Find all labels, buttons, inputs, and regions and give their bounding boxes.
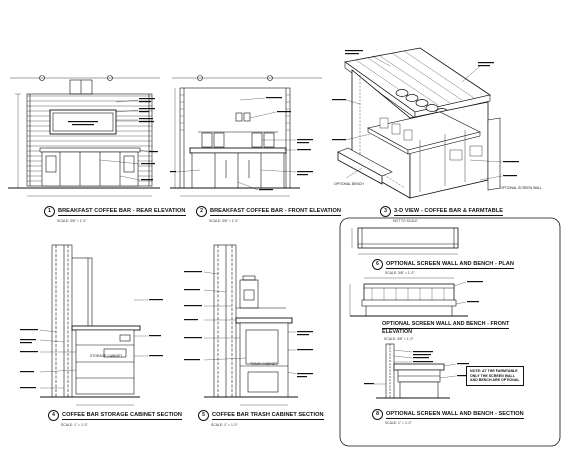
view-number-bubble: 6 — [372, 259, 383, 270]
title-view-1: 1 BREAKFAST COFFEE BAR - REAR ELEVATION — [44, 206, 186, 217]
title-view-3: 3 3-D VIEW - COFFEE BAR & FARMTABLE — [380, 206, 504, 217]
view-number-bubble: 2 — [196, 206, 207, 217]
view-scale: SCALE: 3/8" = 1'-0" — [385, 271, 415, 275]
view-number-bubble: 8 — [372, 409, 383, 420]
view-3d — [332, 47, 519, 199]
panel-optional-screen-wall — [339, 217, 561, 447]
note-line: ONLY THE SCREEN WALL — [470, 373, 515, 378]
view-number-bubble: 3 — [380, 206, 391, 217]
title-view-5: 5 COFFEE BAR TRASH CABINET SECTION — [198, 410, 324, 421]
view-title: OPTIONAL SCREEN WALL AND BENCH - FRONT — [382, 321, 510, 329]
label-storage-cabinet: STORAGE CABINET — [90, 354, 123, 358]
view-number-bubble: 1 — [44, 206, 55, 217]
title-view-2: 2 BREAKFAST COFFEE BAR - FRONT ELEVATION — [196, 206, 341, 217]
view-scale: NOT TO SCALE — [393, 219, 418, 223]
view-rear-elevation — [8, 75, 160, 197]
view-scale: SCALE: 3/8" = 1'-0" — [209, 219, 239, 223]
view-trash-section — [184, 244, 313, 406]
view-scale: SCALE: 3/8" = 1'-0" — [384, 337, 414, 341]
farmtable-note: NOTE: AT THE FARMTABLE ONLY THE SCREEN W… — [466, 366, 524, 386]
title-view-4: 4 COFFEE BAR STORAGE CABINET SECTION — [48, 410, 183, 421]
label-optional-screen-wall: OPTIONAL SCREEN WALL — [500, 186, 543, 190]
view-title-line2: ELEVATION — [382, 329, 413, 335]
label-optional-bench: OPTIONAL BENCH — [334, 182, 364, 186]
view-scale: SCALE: 3/8" = 1'-0" — [57, 219, 87, 223]
view-scale: SCALE: 1" = 1'-0" — [61, 423, 88, 427]
view-title: 3-D VIEW - COFFEE BAR & FARMTABLE — [394, 207, 504, 216]
note-line: NOTE: AT THE FARMTABLE — [470, 369, 518, 373]
view-number-bubble: 5 — [198, 410, 209, 421]
view-storage-section — [20, 244, 163, 406]
title-view-6: 6 OPTIONAL SCREEN WALL AND BENCH - PLAN — [372, 259, 514, 270]
view-title: OPTIONAL SCREEN WALL AND BENCH - SECTION — [386, 410, 524, 419]
title-view-8: 8 OPTIONAL SCREEN WALL AND BENCH - SECTI… — [372, 409, 524, 420]
view-front-elevation — [170, 75, 322, 197]
label-trash-cabinet: TRASH CABINET — [250, 362, 278, 366]
title-view-7: OPTIONAL SCREEN WALL AND BENCH - FRONT — [382, 321, 510, 329]
view-title: COFFEE BAR STORAGE CABINET SECTION — [62, 411, 183, 420]
view-number-bubble: 4 — [48, 410, 59, 421]
view-title: BREAKFAST COFFEE BAR - REAR ELEVATION — [58, 207, 186, 216]
note-line: AND BENCH ARE OPTIONAL — [470, 378, 520, 383]
view-title: COFFEE BAR TRASH CABINET SECTION — [212, 411, 324, 420]
view-scale: SCALE: 1" = 1'-0" — [385, 421, 412, 425]
view-scale: SCALE: 1" = 1'-0" — [211, 423, 238, 427]
view-title: OPTIONAL SCREEN WALL AND BENCH - PLAN — [386, 260, 514, 269]
view-title: BREAKFAST COFFEE BAR - FRONT ELEVATION — [210, 207, 341, 216]
